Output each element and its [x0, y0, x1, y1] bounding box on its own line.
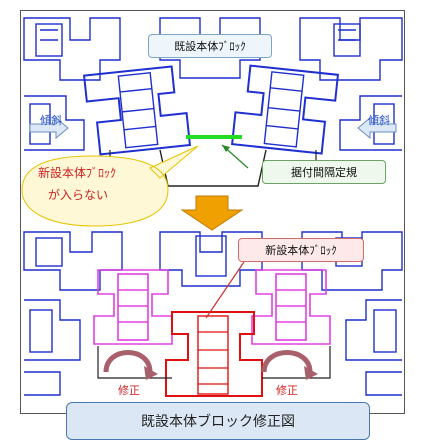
- existing-block-left-tilted: [83, 65, 192, 156]
- tilt-arrow-left: [29, 116, 69, 140]
- fix-label-left: 修正: [116, 382, 142, 398]
- new-block-label: 新設本体ﾌﾞﾛｯｸ: [238, 238, 364, 262]
- figure-title: 既設本体ブロック修正図: [66, 402, 370, 440]
- corrected-block-right: [251, 269, 331, 345]
- callout-line-1: 新設本体ﾌﾞﾛｯｸ: [38, 166, 117, 180]
- corrected-block-left: [93, 269, 173, 345]
- tilt-arrow-right: [357, 116, 397, 140]
- existing-block-right-tilted: [231, 64, 340, 155]
- gauge-label: 据付間隔定規: [262, 160, 386, 184]
- fix-arrow-right: [261, 350, 313, 373]
- callout-text: 新設本体ﾌﾞﾛｯｸ が入らない: [24, 150, 166, 228]
- callout-line-2: が入らない: [48, 188, 109, 202]
- callout-bubble: [21, 145, 199, 227]
- tilt-label-right: 傾斜: [368, 114, 390, 127]
- down-arrow: [180, 195, 244, 231]
- fix-arrow-left: [103, 350, 153, 373]
- tilt-label-left: 傾斜: [40, 114, 62, 127]
- new-block: [165, 311, 263, 397]
- fix-label-right: 修正: [274, 382, 300, 398]
- existing-block-label: 既設本体ﾌﾞﾛｯｸ: [148, 34, 272, 58]
